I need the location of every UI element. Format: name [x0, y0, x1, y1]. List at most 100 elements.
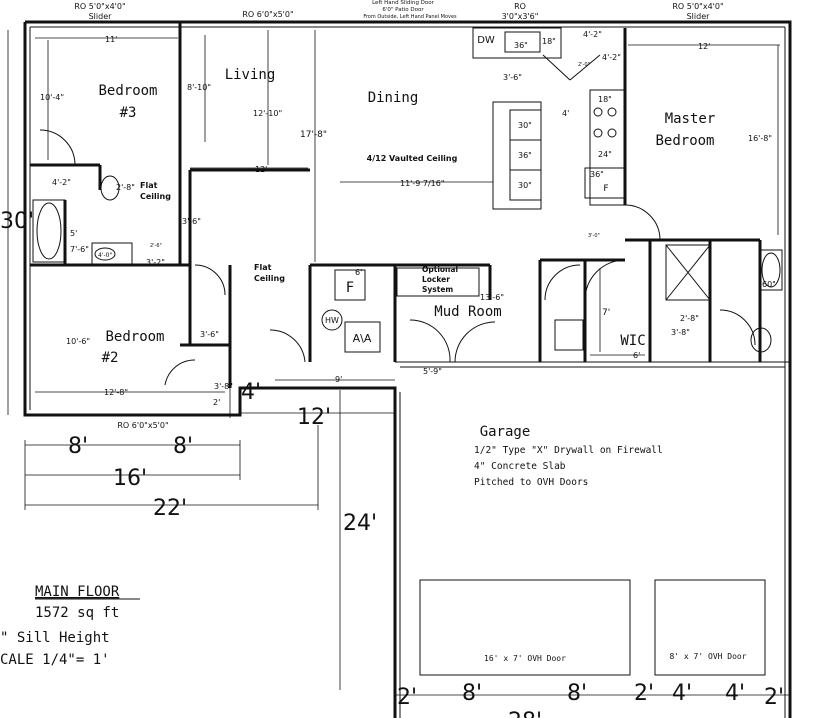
room-garage: Garage	[480, 424, 531, 440]
dim-mud-b: 13'-6"	[480, 293, 504, 302]
dim-mud-a: 6'	[355, 268, 362, 277]
dim-bed2-w: 12'-8"	[104, 388, 128, 397]
dim-bottom-4b: 4'	[725, 681, 745, 706]
dim-c24: 24"	[598, 150, 612, 159]
dim-hall-a: 3'-6"	[200, 330, 219, 339]
dim-8a: 8'	[68, 434, 88, 459]
appliance-fridge: F	[603, 184, 608, 194]
dim-bottom-2a: 2'	[397, 685, 417, 710]
dim-bath-c: 5'	[70, 229, 77, 238]
note-flat1-a: Flat	[140, 181, 158, 190]
room-bedroom3-number: #3	[120, 105, 137, 121]
dim-16: 16'	[113, 466, 147, 491]
note-flat2-b: Ceiling	[254, 274, 285, 283]
dim-vanity: 4'-0"	[98, 252, 112, 259]
dim-c18b: 18"	[542, 37, 556, 46]
dim-8b: 8'	[173, 434, 193, 459]
window-top-master-type: Slider	[687, 12, 711, 21]
dim-wic-h: 7'	[602, 308, 610, 318]
room-living: Living	[225, 67, 276, 83]
appliance-furnace: F	[346, 280, 354, 296]
note-garage-drywall: 1/2" Type "X" Drywall on Firewall	[474, 445, 663, 456]
dim-24: 24'	[343, 511, 377, 536]
dim-left-30: 30'	[0, 209, 34, 234]
appliance-labels: DW F HW A\A F	[325, 35, 609, 345]
window-top-kitchen-size: 3'0"x3'6"	[502, 12, 539, 21]
room-bedroom2: Bedroom	[105, 329, 164, 345]
dim-living-w: 12'	[255, 165, 267, 174]
room-bedroom3: Bedroom	[98, 83, 157, 99]
dim-bath-a: 4'-2"	[52, 178, 71, 187]
dim-c36: 36"	[518, 151, 532, 160]
legend-area: 1572 sq ft	[35, 605, 119, 621]
dim-tub: 60"	[762, 280, 776, 289]
dim-hall-c: 2'	[213, 398, 220, 407]
dim-bath-d: 7'-6"	[70, 245, 89, 254]
bathrooms	[32, 175, 783, 353]
kitchen	[472, 27, 626, 210]
dim-bottom-2c: 2'	[764, 685, 784, 710]
dim-bath-b: 2'-8"	[116, 183, 135, 192]
room-wic: WIC	[620, 333, 645, 349]
note-locker-b: Locker	[422, 275, 450, 284]
note-garage-pitch: Pitched to OVH Doors	[474, 477, 588, 488]
legend-scale: CALE 1/4"= 1'	[0, 652, 110, 668]
window-top-patio-1: Left Hand Sliding Door	[372, 0, 435, 6]
dim-bottom-8a: 8'	[462, 681, 482, 706]
dim-12: 12'	[297, 405, 331, 430]
dim-4: 4'	[241, 380, 261, 405]
dim-d3-0: 3'-0"	[588, 233, 600, 239]
dim-bottom-4a: 4'	[672, 681, 692, 706]
dim-master-h: 16'-8"	[748, 134, 772, 143]
dim-bath-g: 3'-6"	[182, 217, 201, 226]
dim-mb-b: 3'-8"	[671, 328, 690, 337]
note-door-left: 16' x 7' OVH Door	[484, 654, 566, 663]
dim-c18: 18"	[598, 95, 612, 104]
dim-bottom-28: 28'	[508, 709, 542, 718]
dim-wic-w: 6'	[633, 351, 640, 360]
dim-mud-d: 5'-9"	[423, 367, 442, 376]
dim-master-w: 12'	[698, 42, 710, 51]
exterior-walls	[23, 20, 792, 718]
note-locker-c: System	[422, 285, 453, 294]
dim-hall-b: 3'-8"	[214, 382, 233, 391]
appliance-hw: HW	[325, 316, 339, 325]
legend-sill: " Sill Height	[0, 630, 110, 646]
dim-mb-a: 2'-8"	[680, 314, 699, 323]
room-mud-room: Mud Room	[434, 304, 501, 320]
major-dimensions: 8' 8' 16' 22' 4' 12' 24' 30' 2' 8' 8' 2'…	[0, 209, 784, 718]
plan-legend: MAIN FLOOR 1572 sq ft " Sill Height CALE…	[0, 584, 140, 668]
note-garage-slab: 4" Concrete Slab	[474, 461, 566, 472]
note-flat2-a: Flat	[254, 263, 272, 272]
garage-doors	[419, 579, 766, 676]
dim-c30b: 30"	[518, 181, 532, 190]
dim-k1: 4'-2"	[583, 30, 602, 39]
note-vaulted: 4/12 Vaulted Ceiling	[367, 154, 458, 163]
dim-living-h2: 12'-10"	[253, 109, 282, 118]
dim-c36b: 36"	[590, 170, 604, 179]
window-labels: RO 5'0"x4'0" Slider RO 6'0"x5'0" Left Ha…	[74, 0, 723, 430]
dim-mud-c: 9'	[335, 375, 342, 384]
dim-k4: 4'	[562, 109, 569, 118]
room-master: Master	[665, 111, 716, 127]
dim-bottom-2b: 2'	[634, 681, 654, 706]
window-top-living: RO 6'0"x5'0"	[242, 10, 293, 19]
dimension-labels: 11' 10'-4" 8'-10" 12'-10" 12' 17'-8" 11'…	[40, 30, 776, 407]
dim-dining-w: 11'-9 7/16"	[400, 179, 445, 188]
door-swings	[39, 129, 756, 386]
window-top-patio-3: From Outside, Left Hand Panel Moves	[363, 14, 457, 20]
dim-bed2-h: 10'-6"	[66, 337, 90, 346]
dim-bottom-8b: 8'	[567, 681, 587, 706]
plan-notes: 4/12 Vaulted Ceiling Flat Ceiling Flat C…	[140, 154, 747, 663]
window-top-patio-2: 6'0" Patio Door	[382, 7, 424, 13]
dim-22: 22'	[153, 496, 187, 521]
dim-k3: 3'-6"	[503, 73, 522, 82]
dim-bath-e: 3'-2"	[146, 258, 165, 267]
dim-c30a: 30"	[518, 121, 532, 130]
note-locker-a: Optional	[422, 265, 458, 274]
room-labels: Bedroom #3 Living Dining Master Bedroom …	[98, 67, 715, 440]
window-top-kitchen-ro: RO	[514, 2, 526, 11]
dim-d2-0: 2'-0"	[578, 62, 590, 68]
note-door-right: 8' x 7' OVH Door	[669, 652, 746, 661]
